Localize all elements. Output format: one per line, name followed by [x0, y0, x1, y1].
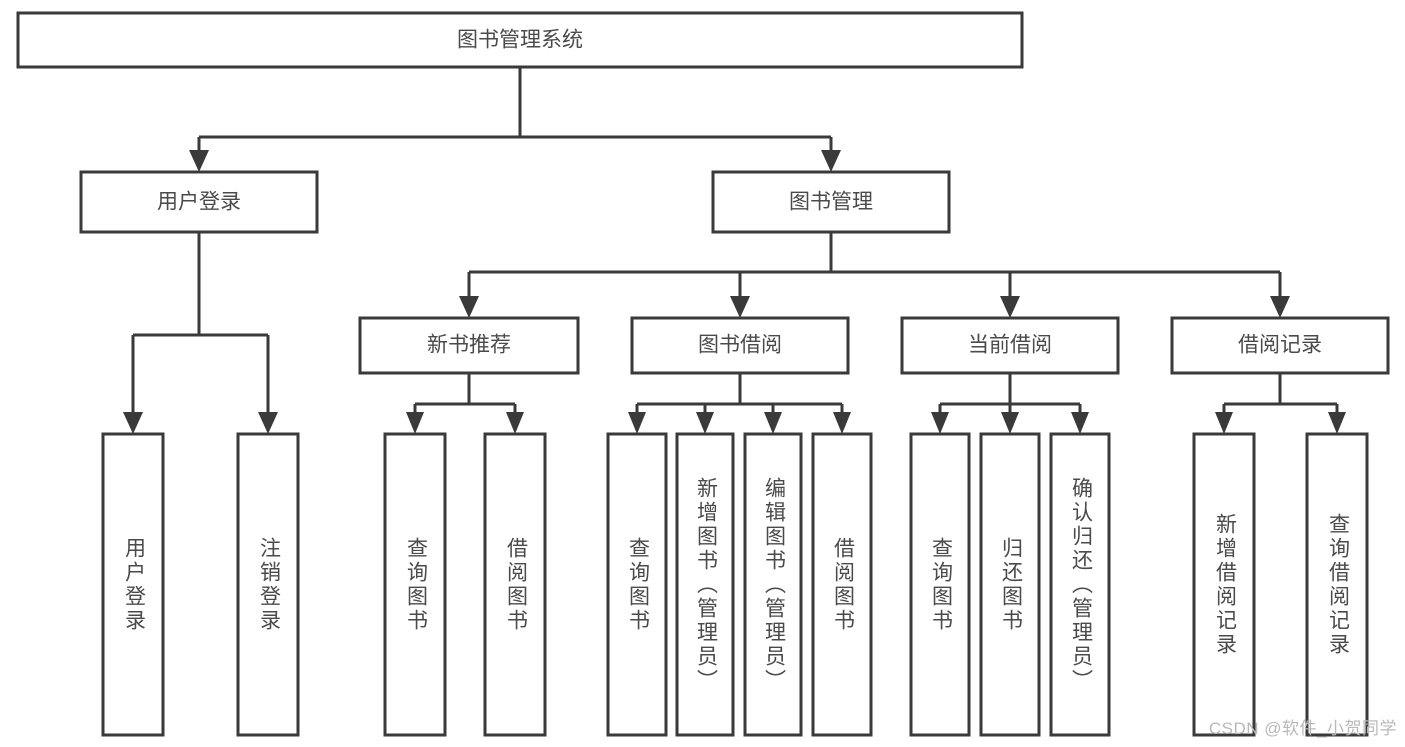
arrowhead-leaf-query-book-1	[406, 412, 424, 434]
node-current-borrow[interactable]: 当前借阅	[900, 316, 1120, 375]
node-book-borrow-box[interactable]	[630, 316, 850, 375]
node-leaf-query-book-2-box[interactable]	[606, 432, 668, 737]
node-leaf-user-logout-label: 注销登录	[257, 537, 281, 633]
arrowhead-book-borrow	[730, 296, 750, 318]
node-new-book-recommend-box[interactable]	[358, 316, 580, 375]
connector-layer	[123, 67, 1346, 434]
node-leaf-query-book-1-label: 查询图书	[404, 537, 428, 633]
node-leaf-query-record[interactable]: 查询借阅记录	[1305, 432, 1369, 737]
node-leaf-borrow-book-2[interactable]: 借阅图书	[811, 432, 873, 737]
node-leaf-borrow-book-1[interactable]: 借阅图书	[483, 432, 547, 737]
node-book-manage[interactable]: 图书管理	[711, 170, 951, 234]
node-leaf-query-book-1[interactable]: 查询图书	[383, 432, 447, 737]
node-root-label: 图书管理系统	[457, 29, 583, 52]
arrowhead-leaf-add-record	[1215, 412, 1233, 434]
arrowhead-user-login	[189, 150, 209, 172]
node-root[interactable]: 图书管理系统	[16, 11, 1024, 69]
node-user-login[interactable]: 用户登录	[79, 170, 319, 234]
arrowhead-leaf-add-book	[696, 412, 714, 434]
node-leaf-query-book-3[interactable]: 查询图书	[909, 432, 971, 737]
arrowhead-leaf-query-book-2	[628, 412, 646, 434]
node-leaf-add-record[interactable]: 新增借阅记录	[1192, 432, 1256, 737]
node-borrow-record-label: 借阅记录	[1238, 334, 1322, 357]
node-leaf-return-book-label: 归还图书	[999, 537, 1023, 633]
node-leaf-confirm-return[interactable]: 确认归还（管理员）	[1049, 432, 1111, 737]
node-leaf-query-book-1-box[interactable]	[383, 432, 447, 737]
node-leaf-query-book-2[interactable]: 查询图书	[606, 432, 668, 737]
arrowhead-book-manage	[821, 150, 841, 172]
node-leaf-borrow-book-1-box[interactable]	[483, 432, 547, 737]
node-leaf-user-logout-box[interactable]	[236, 432, 300, 737]
node-current-borrow-box[interactable]	[900, 316, 1120, 375]
node-leaf-query-record-box[interactable]	[1305, 432, 1369, 737]
node-leaf-borrow-book-1-label: 借阅图书	[504, 537, 528, 633]
node-leaf-edit-book-label: 编辑图书（管理员）	[762, 477, 786, 693]
node-leaf-add-record-box[interactable]	[1192, 432, 1256, 737]
node-leaf-query-book-2-label: 查询图书	[626, 537, 650, 633]
node-book-borrow-label: 图书借阅	[698, 334, 782, 357]
node-leaf-user-login-label: 用户登录	[122, 537, 146, 633]
node-leaf-add-book-label: 新增图书（管理员）	[694, 477, 718, 693]
node-user-login-label: 用户登录	[157, 191, 241, 214]
arrowhead-leaf-user-logout	[258, 412, 278, 434]
node-book-borrow[interactable]: 图书借阅	[630, 316, 850, 375]
arrowhead-current-borrow	[1000, 296, 1020, 318]
node-borrow-record-box[interactable]	[1170, 316, 1390, 375]
node-book-manage-box[interactable]	[711, 170, 951, 234]
node-leaf-borrow-book-2-label: 借阅图书	[831, 537, 855, 633]
node-leaf-query-record-label: 查询借阅记录	[1326, 513, 1350, 657]
arrowhead-leaf-return-book	[1001, 412, 1019, 434]
arrowhead-leaf-query-book-3	[931, 412, 949, 434]
node-leaf-user-login-box[interactable]	[101, 432, 165, 737]
node-leaf-add-book-box[interactable]	[675, 432, 735, 737]
node-current-borrow-label: 当前借阅	[968, 334, 1052, 357]
arrowhead-leaf-confirm-return	[1071, 412, 1089, 434]
node-root-box[interactable]	[16, 11, 1024, 69]
node-leaf-add-book[interactable]: 新增图书（管理员）	[675, 432, 735, 737]
node-leaf-query-book-3-box[interactable]	[909, 432, 971, 737]
arrowhead-leaf-edit-book	[764, 412, 782, 434]
node-leaf-user-login[interactable]: 用户登录	[101, 432, 165, 737]
arrowhead-borrow-record	[1270, 296, 1290, 318]
node-leaf-return-book[interactable]: 归还图书	[979, 432, 1041, 737]
arrowhead-leaf-query-record	[1328, 412, 1346, 434]
arrowhead-leaf-borrow-book-1	[506, 412, 524, 434]
node-leaf-query-book-3-label: 查询图书	[929, 537, 953, 633]
node-leaf-confirm-return-box[interactable]	[1049, 432, 1111, 737]
node-leaf-edit-book-box[interactable]	[743, 432, 803, 737]
arrowhead-leaf-borrow-book-2	[833, 412, 851, 434]
node-leaf-edit-book[interactable]: 编辑图书（管理员）	[743, 432, 803, 737]
arrowhead-leaf-user-login	[123, 412, 143, 434]
node-borrow-record[interactable]: 借阅记录	[1170, 316, 1390, 375]
arrowhead-new-book-recommend	[459, 296, 479, 318]
node-user-login-box[interactable]	[79, 170, 319, 234]
node-new-book-recommend-label: 新书推荐	[427, 334, 511, 357]
node-leaf-borrow-book-2-box[interactable]	[811, 432, 873, 737]
node-leaf-user-logout[interactable]: 注销登录	[236, 432, 300, 737]
node-leaf-confirm-return-label: 确认归还（管理员）	[1069, 477, 1093, 693]
node-leaf-return-book-box[interactable]	[979, 432, 1041, 737]
node-leaf-add-record-label: 新增借阅记录	[1213, 513, 1237, 657]
node-new-book-recommend[interactable]: 新书推荐	[358, 316, 580, 375]
node-book-manage-label: 图书管理	[789, 191, 873, 214]
